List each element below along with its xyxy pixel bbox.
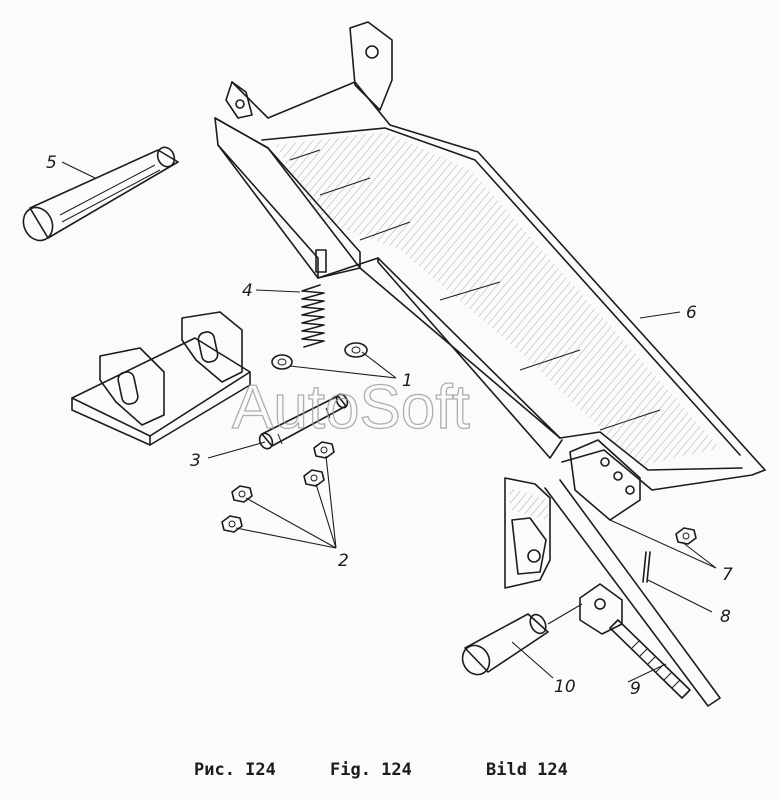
figure-caption: Рис. I24 Fig. 124 Bild 124 [0,760,780,790]
cotter-pin-part-8 [642,551,651,583]
channel-guide-part-6 [214,21,766,491]
lower-bracket [569,439,641,521]
label-part-8: 8 [720,607,731,627]
nut-part-7 [675,527,697,545]
watermark: AutoSoft [232,373,470,442]
pin-part-5 [22,146,179,242]
label-part-4: 4 [242,281,253,301]
label-part-5: 5 [46,153,57,173]
caption-russian: Рис. I24 [194,760,276,780]
label-part-3: 3 [190,451,201,471]
caption-german: Bild 124 [486,760,568,780]
label-part-2: 2 [338,551,349,571]
washers-part-1 [271,342,368,370]
label-part-10: 10 [554,677,576,697]
bolt-part-9 [579,583,691,699]
label-part-7: 7 [722,565,733,585]
mounting-plate [71,311,251,446]
label-part-6: 6 [686,303,697,323]
leader-lines [61,161,717,683]
label-part-9: 9 [630,679,641,699]
nuts-part-2 [221,441,335,533]
pin-part-10 [461,603,583,676]
spring-part-4 [301,284,325,348]
side-bracket [504,477,551,589]
part-labels: 1 2 3 4 5 6 7 8 9 10 [46,153,733,699]
label-part-1: 1 [402,371,413,391]
long-rod [544,479,721,707]
caption-english: Fig. 124 [330,760,412,780]
